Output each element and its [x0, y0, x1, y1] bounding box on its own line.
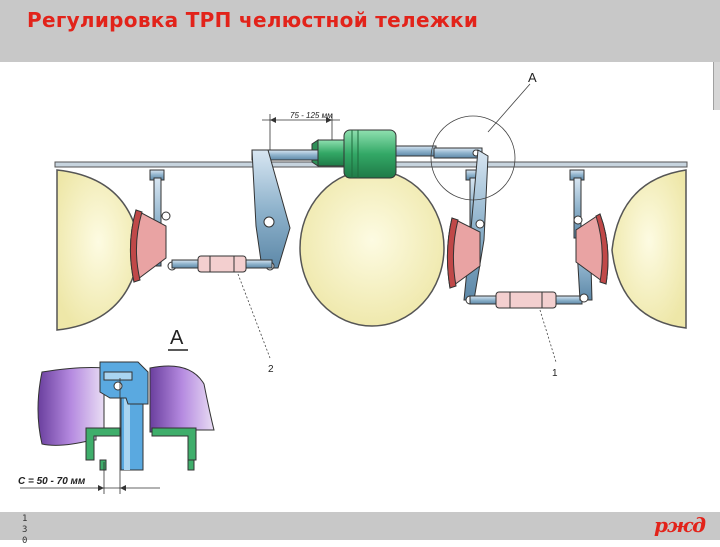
wheel-center: [299, 169, 445, 327]
page-number: 13 0: [22, 514, 29, 546]
brake-rigging-diagram: 75 - 125 мм: [18, 70, 688, 494]
part-1-label: 1: [552, 368, 558, 379]
callout-a-label: А: [528, 70, 537, 85]
footer-bar: [0, 512, 720, 540]
dimension-c-label: С = 50 - 70 мм: [18, 476, 86, 487]
detail-a-view: [37, 361, 215, 494]
leader-1: [539, 309, 557, 363]
lower-rod-right: [469, 291, 583, 309]
callout-leader: [487, 83, 531, 133]
dimension-top: [262, 114, 340, 150]
dimension-top-label: 75 - 125 мм: [290, 111, 333, 120]
callout-circle: [430, 115, 516, 201]
central-lever: [251, 149, 291, 271]
detail-a-label: А: [170, 327, 184, 349]
wheel-left: [56, 169, 141, 331]
rzd-logo: ржд: [654, 513, 706, 537]
dimension-c: [20, 462, 160, 494]
side-strip: [713, 62, 720, 110]
leader-2: [237, 273, 271, 359]
right-brake-assembly: [569, 169, 609, 303]
slide-title: Регулировка ТРП челюстной тележки: [27, 8, 479, 32]
wheel-right: [611, 169, 687, 329]
part-2-label: 2: [268, 364, 274, 375]
middle-brake-assembly: [446, 149, 489, 305]
brake-cylinder: [311, 129, 437, 179]
lower-rod-left: [171, 255, 273, 273]
title-bar: Регулировка ТРП челюстной тележки: [0, 0, 720, 62]
left-brake-assembly: [129, 169, 177, 283]
